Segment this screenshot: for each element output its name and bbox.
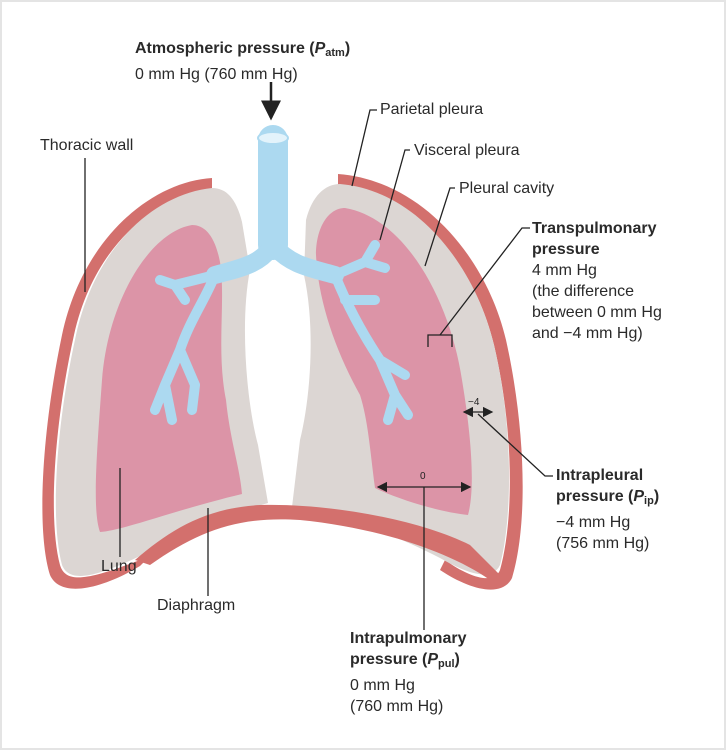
atm-value: 0 mm Hg (760 mm Hg) [135,66,298,83]
right-parietal-pleura [338,174,523,590]
ip-line: (756 mm Hg) [556,535,650,552]
ip-line: −4 mm Hg [556,514,631,531]
ip-symbol: P [633,488,645,505]
atmospheric-pressure-label: Atmospheric pressure (Patm) 0 mm Hg (760… [135,38,350,85]
pul-close: ) [454,651,460,668]
pul-line: (760 mm Hg) [350,698,444,715]
left-lung [42,178,268,589]
pleural-gap-value: −4 [468,397,480,408]
thoracic-wall-label: Thoracic wall [40,137,134,154]
transpulmonary-label: Transpulmonary pressure 4 mm Hg (the dif… [532,218,662,344]
intrapulmonary-label: Intrapulmonary pressure (Ppul) 0 mm Hg (… [350,628,466,717]
diaphragm-label: Diaphragm [157,597,236,614]
ip-title2: pressure ( [556,488,634,505]
tp-line: between 0 mm Hg [532,304,662,321]
parietal-pleura-label: Parietal pleura [380,101,484,118]
diaphragm [135,504,500,580]
tp-line: 4 mm Hg [532,262,597,279]
atm-close: ) [344,40,351,57]
pul-title1: Intrapulmonary [350,630,467,647]
ip-sub: ip [644,495,654,507]
tp-title2: pressure [532,241,600,258]
tp-title1: Transpulmonary [532,220,657,237]
ip-close: ) [653,488,660,505]
pul-title2: pressure ( [350,651,428,668]
atm-sub: atm [325,47,345,59]
right-lung [292,174,523,590]
right-lung-tissue [316,208,472,515]
pleural-cavity-label: Pleural cavity [459,180,555,197]
pul-line: 0 mm Hg [350,677,415,694]
trachea-opening [257,131,289,145]
airway-tree [150,125,413,425]
leader-lines [84,82,553,630]
intrapleural-label: Intrapleural pressure (Pip) −4 mm Hg (75… [556,465,659,554]
atm-title: Atmospheric pressure ( [135,40,315,57]
visceral-pleura-label: Visceral pleura [414,142,520,159]
tp-line: and −4 mm Hg) [532,325,643,342]
pul-sub: pul [438,658,455,670]
lung-label: Lung [101,558,137,575]
pul-symbol: P [427,651,439,668]
alveolar-value: 0 [420,471,426,482]
atm-symbol: P [314,40,326,57]
tp-line: (the difference [532,283,634,300]
ip-title1: Intrapleural [556,467,644,484]
